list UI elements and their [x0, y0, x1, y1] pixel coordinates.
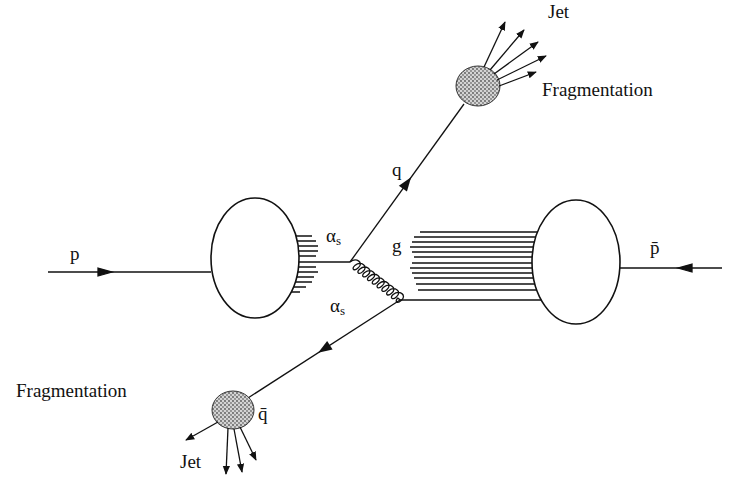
jet-label: Jet	[180, 452, 201, 473]
coupling-label: αs	[326, 226, 341, 247]
beam-arrow	[678, 264, 692, 272]
quark-line	[350, 104, 464, 262]
jet-label: Jet	[548, 2, 569, 23]
jet-arrows	[484, 22, 546, 86]
fragmentation-blob	[212, 391, 254, 429]
antiproton-beam	[620, 267, 722, 268]
gluon-coil	[348, 257, 405, 303]
fragmentation-label: Fragmentation	[16, 381, 127, 402]
beam-arrow	[98, 268, 112, 276]
gluon-label: g	[392, 236, 402, 257]
antiquark-line	[248, 300, 400, 398]
antiquark-label: q̄	[258, 404, 268, 425]
fragmentation-blob	[456, 66, 500, 106]
proton-label: p	[70, 244, 80, 265]
coupling-label: αs	[330, 296, 345, 317]
proton-beam	[48, 271, 211, 272]
antiquark-arrow	[315, 341, 332, 357]
quark-label: q	[392, 160, 402, 181]
antiproton-label: p̄	[650, 238, 660, 259]
fragmentation-label: Fragmentation	[542, 80, 653, 101]
proton-oval	[211, 198, 299, 318]
antiproton-oval	[532, 200, 620, 324]
